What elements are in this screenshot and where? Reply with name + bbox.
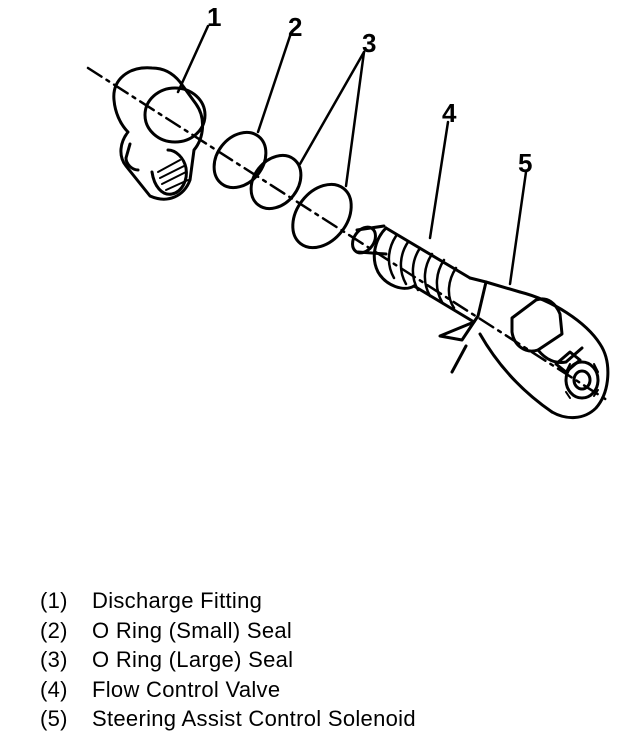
legend-number: (1) <box>40 588 68 613</box>
steering-solenoid-part <box>450 280 610 419</box>
callout-1: 1 <box>207 2 221 32</box>
callout-3: 3 <box>362 28 376 58</box>
leader-4 <box>428 120 450 240</box>
callout-4: 4 <box>442 98 457 128</box>
leader-5 <box>508 170 528 286</box>
legend-label: O Ring (Large) Seal <box>92 647 294 672</box>
legend-number: (4) <box>40 676 68 702</box>
discharge-fitting-part <box>112 66 207 201</box>
legend-item: (4) Flow Control Valve <box>40 675 620 705</box>
legend-item: (2) O Ring (Small) Seal <box>40 616 620 646</box>
legend-label: O Ring (Small) Seal <box>92 617 293 643</box>
callout-5: 5 <box>518 148 532 178</box>
leader-1 <box>176 24 210 94</box>
large-o-ring-part-a <box>249 153 303 211</box>
leader-2 <box>256 34 292 134</box>
legend-item: (1) Discharge Fitting <box>40 586 620 616</box>
leader-3b <box>344 50 366 188</box>
legend-number: (2) <box>40 617 68 643</box>
exploded-parts-diagram: 1 2 3 4 5 <box>86 2 612 419</box>
legend-label: Steering Assist Control Solenoid <box>92 706 416 731</box>
legend-number: (5) <box>40 706 68 731</box>
legend-label: Discharge Fitting <box>92 588 263 613</box>
legend-item: (3) O Ring (Large) Seal <box>40 645 620 675</box>
flow-control-valve-part <box>351 224 488 342</box>
small-o-ring-part <box>212 130 268 190</box>
large-o-ring-part-b <box>291 182 353 250</box>
center-axis-line <box>86 66 612 404</box>
leader-3a <box>298 50 366 166</box>
legend-item: (5) Steering Assist Control Solenoid <box>40 704 620 734</box>
callout-leaders <box>176 24 528 286</box>
callout-2: 2 <box>288 12 302 42</box>
legend-number: (3) <box>40 647 68 672</box>
legend-label: Flow Control Valve <box>92 676 281 702</box>
parts-legend: (1) Discharge Fitting (2) O Ring (Small)… <box>40 586 620 734</box>
